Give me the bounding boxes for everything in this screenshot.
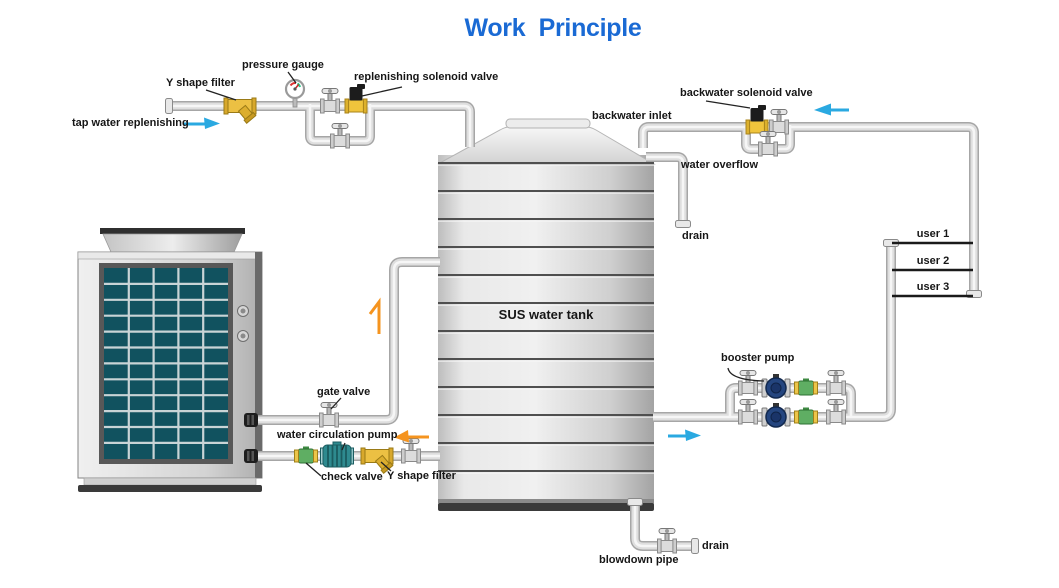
gate-valve-icon — [401, 438, 421, 464]
label-pressure-gauge: pressure gauge — [242, 59, 324, 71]
label-y-shape-filter-bottom: Y shape filter — [387, 470, 456, 482]
gate-valve-icon — [738, 399, 758, 425]
check-valve-icon — [794, 407, 818, 425]
flow-arrow-left-icon — [814, 103, 849, 116]
gate-valve-icon — [657, 528, 677, 554]
flow-arrows — [184, 103, 849, 443]
fan-shroud-top — [100, 228, 245, 234]
check-valve-icon — [794, 378, 818, 396]
evaporator-coil — [99, 263, 233, 464]
flow-arrow-right-icon — [668, 429, 701, 441]
page-title: Work Principle — [464, 14, 642, 42]
label-blowdown-pipe: blowdown pipe — [599, 554, 679, 566]
label-user-1: user 1 — [916, 228, 950, 240]
tank-ridges — [438, 162, 654, 472]
gate-valve-icon — [738, 370, 758, 396]
gate-valve-icon — [826, 399, 846, 425]
label-user-2: user 2 — [916, 255, 950, 267]
label-replenishing-solenoid-valve: replenishing solenoid valve — [354, 71, 499, 83]
label-tap-water-replenishing: tap water replenishing — [72, 117, 189, 129]
label-y-shape-filter-top: Y shape filter — [166, 77, 235, 89]
solenoid-valve-icon — [745, 104, 769, 135]
booster-pump-icon — [761, 402, 791, 428]
label-drain-overflow: drain — [682, 230, 709, 242]
tank-label: SUS water tank — [498, 307, 594, 322]
gate-valve-icon — [319, 402, 339, 428]
heat-pump-outlet-connector — [244, 413, 258, 427]
heat-pump-inlet-connector — [244, 449, 258, 463]
gate-valve-icon — [320, 88, 340, 114]
gate-valve-icon — [758, 131, 778, 157]
sus-water-tank — [437, 118, 656, 511]
tank-base — [438, 503, 654, 511]
label-drain-blowdown: drain — [702, 540, 729, 552]
label-booster-pump: booster pump — [721, 352, 795, 364]
gate-valve-icon — [826, 370, 846, 396]
label-backwater-solenoid-valve: backwater solenoid valve — [680, 87, 813, 99]
control-knob-icon — [237, 305, 249, 342]
label-water-overflow: water overflow — [681, 159, 759, 171]
flow-arrow-right-icon — [184, 117, 220, 129]
circulation-pump-icon — [319, 441, 355, 468]
solenoid-valve-icon — [344, 83, 368, 114]
check-valve-icon — [294, 446, 318, 464]
label-user-3: user 3 — [916, 281, 950, 293]
leader-lines — [205, 71, 765, 477]
label-check-valve: check valve — [321, 471, 383, 483]
label-water-circulation-pump: water circulation pump — [277, 429, 398, 441]
gate-valve-icon — [330, 123, 350, 149]
heat-pump-unit — [77, 228, 263, 492]
heat-pump-base — [78, 485, 262, 492]
tank-lid — [505, 118, 591, 129]
label-gate-valve: gate valve — [317, 386, 371, 398]
flow-arrow-left-icon — [394, 430, 429, 443]
booster-pump-icon — [761, 373, 791, 399]
flow-arrow-up-icon — [368, 297, 381, 334]
label-backwater-inlet: backwater inlet — [592, 110, 672, 122]
gate-valve-icon — [769, 109, 789, 135]
user-lines — [892, 241, 973, 298]
